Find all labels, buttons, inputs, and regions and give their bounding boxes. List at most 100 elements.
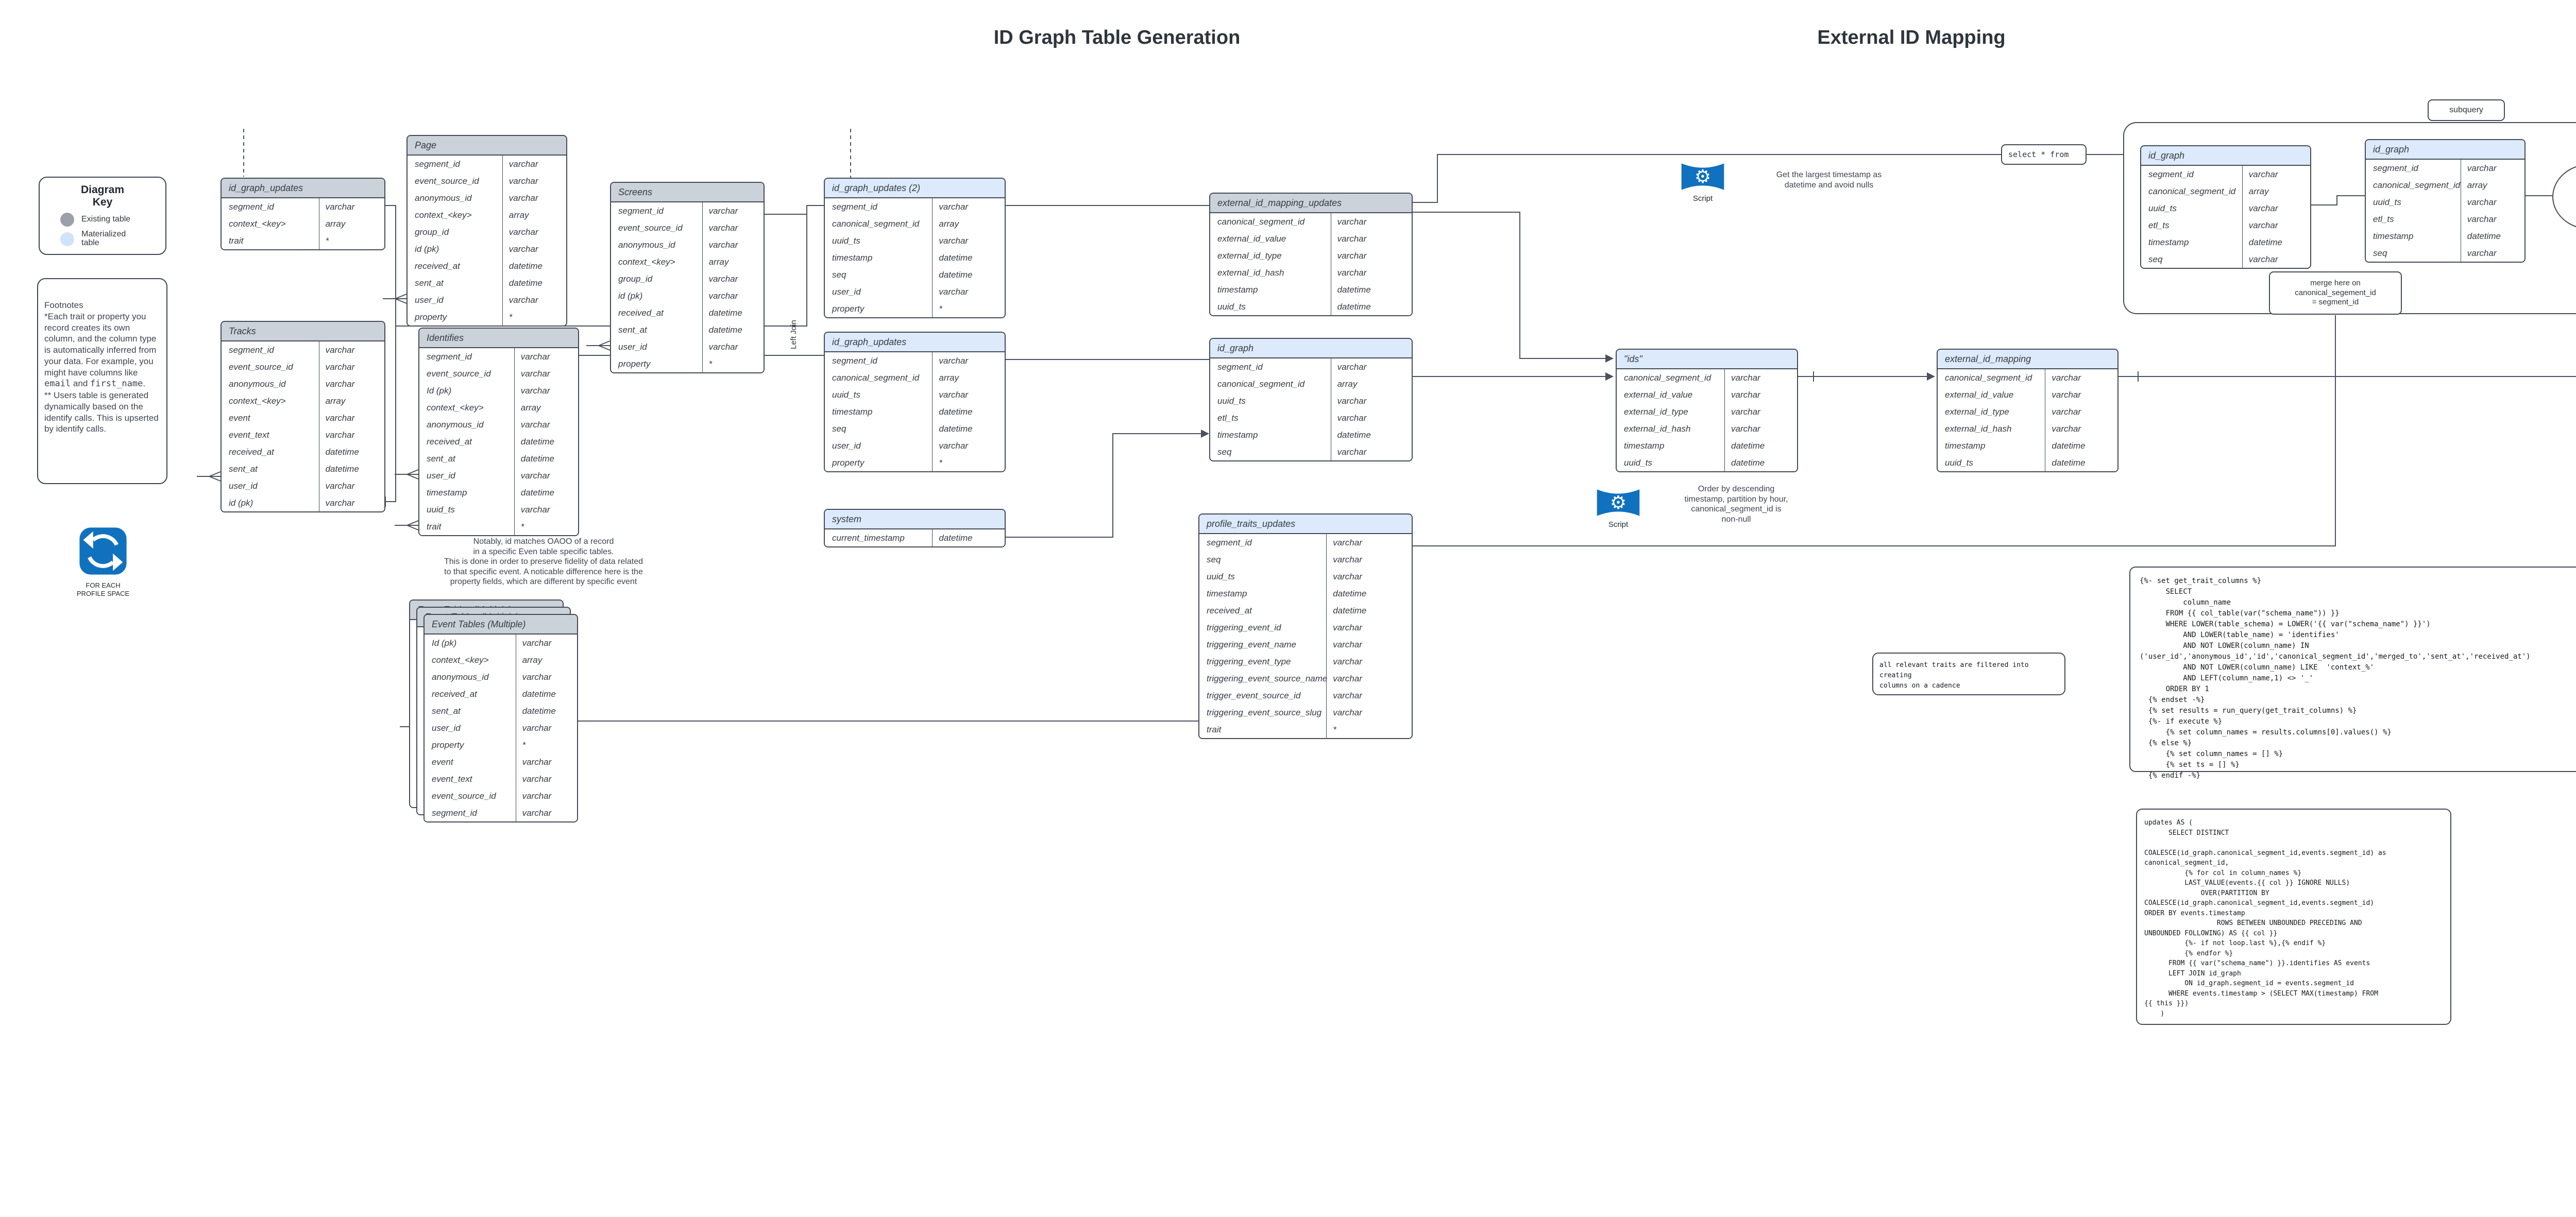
field-row: id (pk)varchar: [611, 287, 764, 304]
field-name: property: [825, 454, 933, 471]
table-header: id_graph: [2366, 140, 2524, 160]
field-row: property*: [825, 300, 1005, 317]
field-name: canonical_segment_id: [2366, 177, 2461, 194]
field-name: external_id_type: [1938, 403, 2046, 420]
field-name: timestamp: [1938, 437, 2046, 454]
field-name: segment_id: [2141, 166, 2243, 183]
field-type: varchar: [1333, 554, 1362, 564]
code-block-updates-cte: updates AS ( SELECT DISTINCT COALESCE(id…: [2136, 809, 2451, 1025]
field-type: varchar: [939, 286, 969, 297]
field-name: received_at: [611, 304, 703, 321]
field-type: *: [939, 303, 943, 314]
field-name: canonical_segment_id: [825, 215, 933, 232]
diagram-key: Diagram Key Existing table Materialized …: [39, 177, 166, 255]
table-header: "ids": [1617, 350, 1797, 369]
field-type: datetime: [2052, 457, 2086, 468]
field-type: datetime: [520, 487, 554, 498]
field-type: *: [509, 312, 513, 322]
for-each-label: FOR EACH PROFILE SPACE: [61, 581, 145, 598]
field-name: property: [611, 355, 703, 372]
field-name: external_id_value: [1617, 386, 1725, 403]
field-type: datetime: [1337, 301, 1371, 312]
field-name: etl_ts: [2366, 211, 2461, 228]
field-row: id (pk)varchar: [408, 241, 566, 258]
field-name: external_id_type: [1617, 403, 1725, 420]
script-label: Script: [1608, 520, 1629, 529]
field-name: event: [222, 409, 319, 426]
field-name: canonical_segment_id: [2141, 183, 2243, 200]
field-name: segment_id: [2366, 160, 2461, 177]
field-type: varchar: [509, 193, 538, 203]
field-row: context_<key>array: [611, 253, 764, 270]
field-name: uuid_ts: [1617, 454, 1725, 471]
field-type: varchar: [1337, 233, 1367, 244]
table-title: external_id_mapping_updates: [1217, 197, 1342, 208]
field-name: segment_id: [1210, 358, 1331, 375]
field-type: varchar: [509, 176, 538, 186]
existing-table-label: Existing table: [81, 215, 131, 224]
field-type: varchar: [522, 638, 552, 648]
field-type: varchar: [2248, 220, 2278, 230]
field-type: varchar: [1333, 656, 1362, 666]
field-type: varchar: [522, 808, 552, 818]
table-header: profile_traits_updates: [1199, 515, 1412, 534]
field-type: varchar: [1333, 639, 1362, 649]
subquery-label: subquery: [2428, 99, 2505, 121]
field-type: varchar: [1731, 423, 1760, 434]
field-name: timestamp: [2141, 234, 2243, 251]
field-type: varchar: [325, 498, 355, 508]
field-name: triggering_event_source_slug: [1199, 704, 1327, 721]
field-name: received_at: [222, 443, 319, 460]
table-title: system: [832, 513, 862, 524]
field-name: timestamp: [825, 403, 933, 420]
field-name: triggering_event_type: [1199, 653, 1327, 670]
field-row: triggering_event_type varchar: [1199, 653, 1412, 670]
section-title-profile-traits: Profile Traits: [2379, 27, 2576, 49]
field-name: property: [408, 308, 503, 325]
field-type: varchar: [1333, 690, 1362, 700]
field-name: context_<key>: [222, 392, 319, 409]
field-row: Id (pk)varchar: [425, 635, 577, 652]
table-header: id_graph_updates: [825, 333, 1005, 352]
field-type: *: [520, 521, 524, 532]
script-bottom-annotation: Order by descending timestamp, partition…: [1684, 485, 1788, 524]
table-title: Identifies: [427, 332, 464, 343]
field-name: current_timestamp: [825, 529, 933, 546]
field-type: varchar: [325, 413, 355, 423]
table-header: Screens: [611, 183, 764, 202]
field-type: varchar: [2467, 197, 2497, 207]
table-title: "ids": [1624, 353, 1642, 364]
